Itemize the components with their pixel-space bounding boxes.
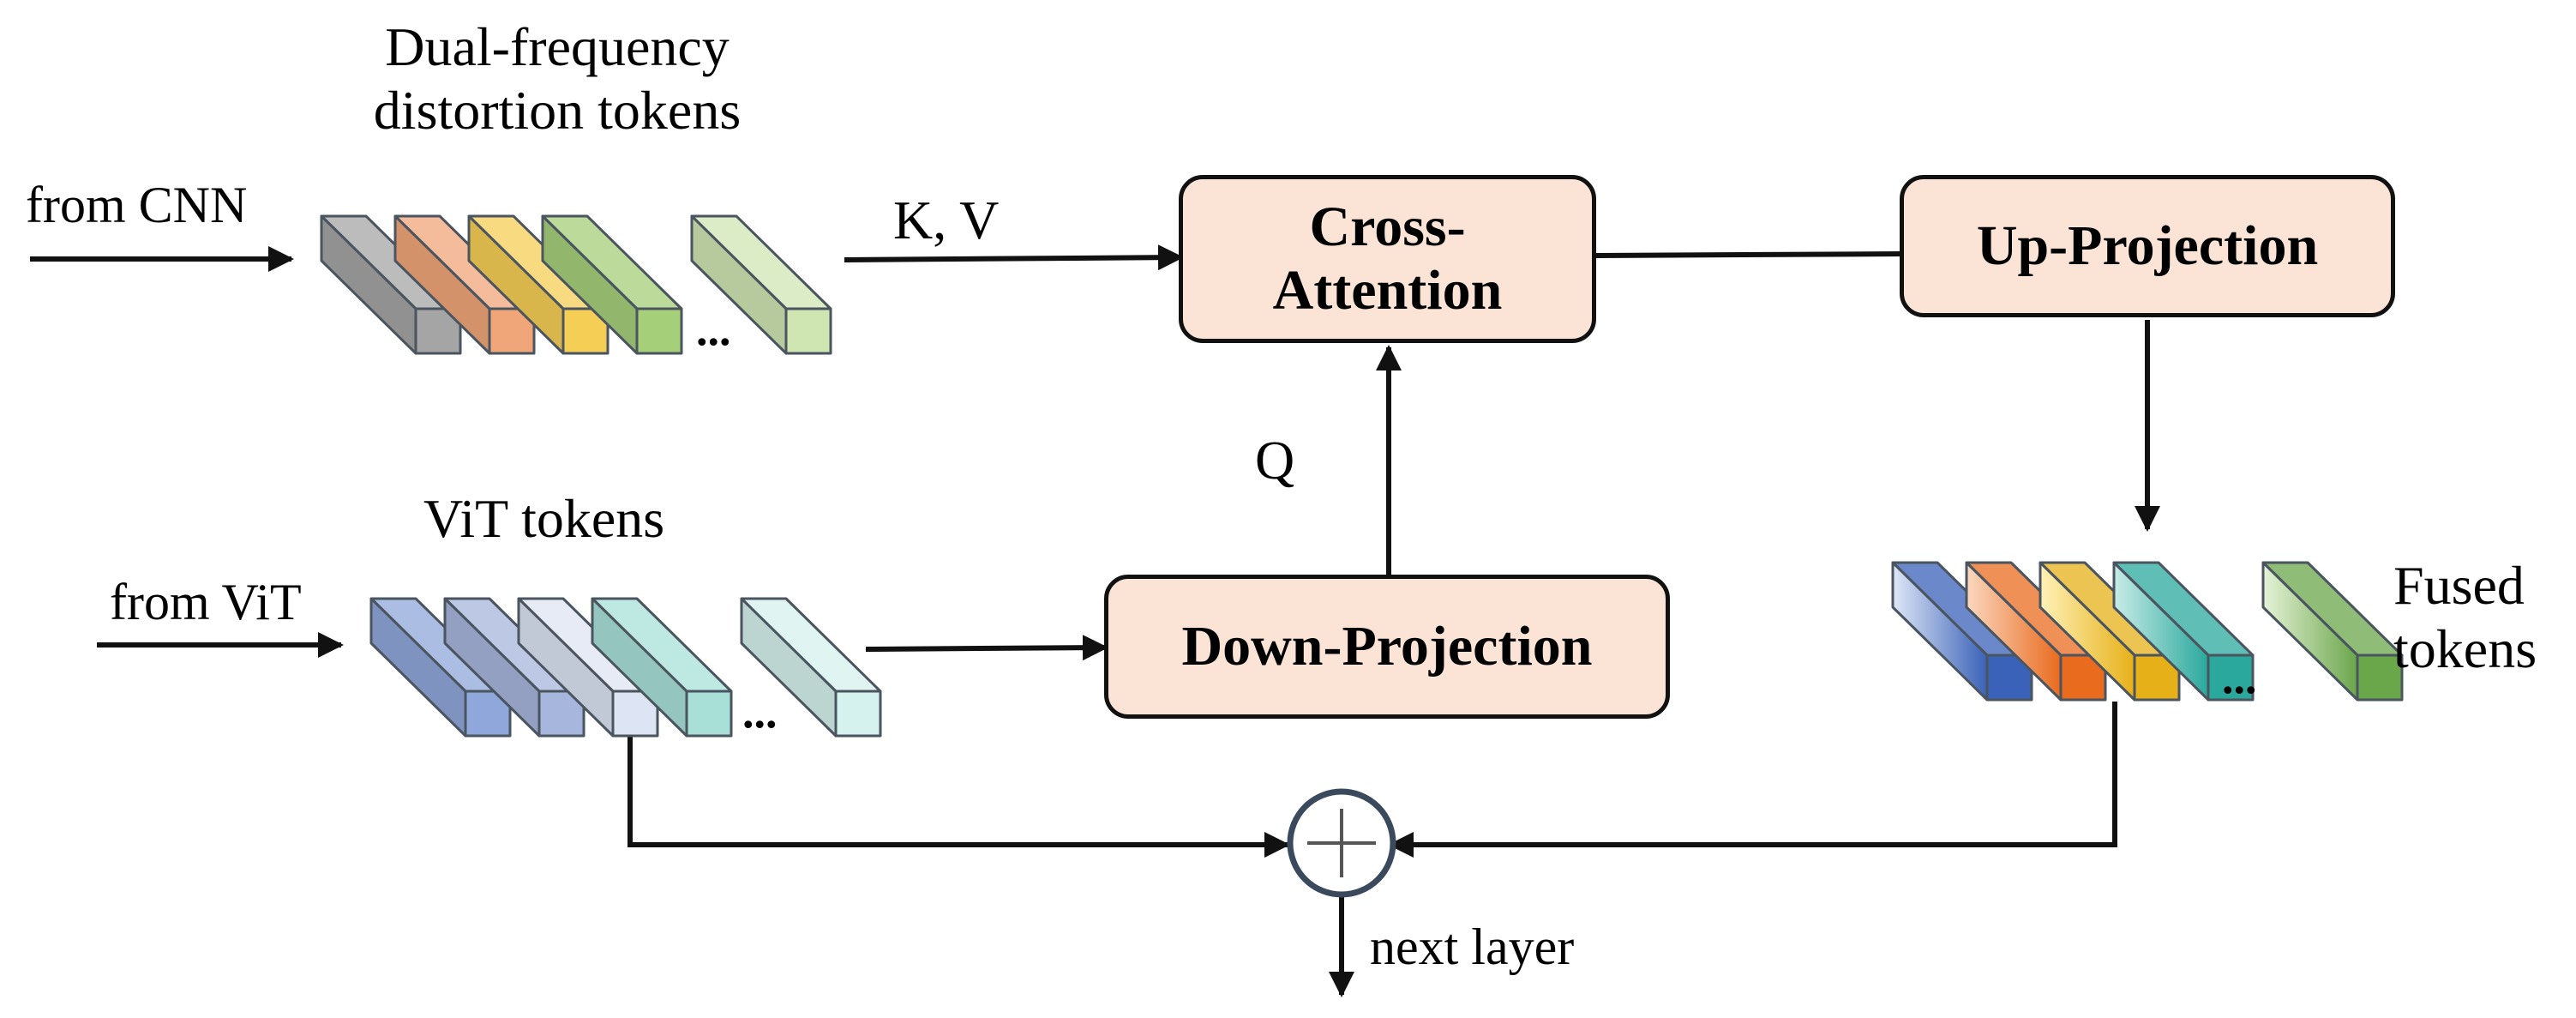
cnn-ellipsis: ... <box>696 304 731 355</box>
vit-token-4 <box>591 597 733 738</box>
vit-token-stack <box>369 597 882 738</box>
vit-ellipsis: ... <box>742 686 778 738</box>
vit-tokens-title: ViT tokens <box>423 488 665 549</box>
kv-label: K, V <box>893 190 1000 250</box>
down-projection-box: Down-Projection <box>1104 575 1670 719</box>
vit-to-down-arrow <box>865 635 1108 661</box>
fused-token-stack <box>1891 561 2404 702</box>
cnn-token-5 <box>690 214 832 355</box>
cnn-token-stack <box>320 214 832 355</box>
fused-token-5 <box>2261 561 2404 702</box>
cross-attention-label: Cross- Attention <box>1272 196 1503 322</box>
vit-token-5 <box>740 597 882 738</box>
cnn-token-4 <box>541 214 683 355</box>
fused-ellipsis: ... <box>2222 652 2257 703</box>
cross-to-up-line <box>1595 251 1902 258</box>
fused-tokens-label: Fused tokens <box>2393 555 2537 679</box>
down-projection-label: Down-Projection <box>1181 615 1593 678</box>
fused-to-add-path <box>1388 702 2117 858</box>
dual-frequency-title: Dual-frequency distortion tokens <box>373 16 742 141</box>
add-operator-icon <box>1287 788 1396 898</box>
next-layer-label: next layer <box>1370 919 1575 975</box>
q-label: Q <box>1255 430 1295 491</box>
from-vit-label: from ViT <box>110 574 302 630</box>
from-cnn-label: from CNN <box>26 177 248 233</box>
cross-attention-box: Cross- Attention <box>1179 175 1596 343</box>
up-projection-label: Up-Projection <box>1976 214 2319 278</box>
kv-arrow <box>844 244 1184 271</box>
residual-path <box>627 736 1290 858</box>
up-projection-box: Up-Projection <box>1900 175 2395 317</box>
fused-token-4 <box>2112 561 2255 702</box>
